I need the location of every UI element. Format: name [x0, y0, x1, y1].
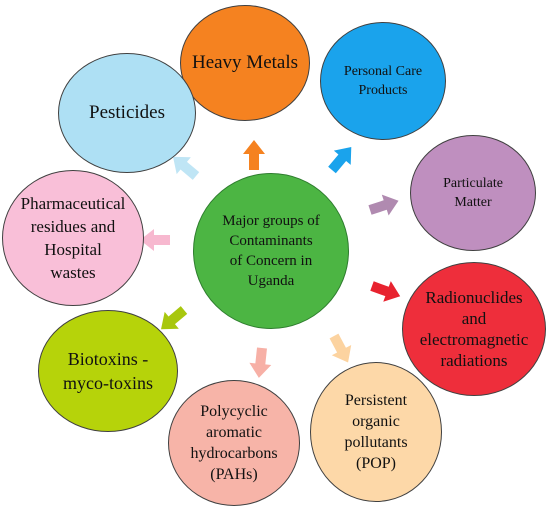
node-radionuclides: Radionuclides and electromagnetic radiat… — [402, 262, 546, 396]
arrow-to-pesticides — [173, 156, 200, 180]
node-particulate-matter: Particulate Matter — [410, 135, 536, 251]
node-polycyclic-aromatic-hydrocarbons: Polycyclic aromatic hydrocarbons (PAHs) — [168, 380, 300, 506]
arrow-to-heavy-metals — [243, 140, 265, 170]
center-node: Major groups of Contaminants of Concern … — [193, 173, 349, 329]
node-heavy-metals-label: Heavy Metals — [191, 52, 299, 73]
arrow-to-personal-care — [328, 147, 352, 174]
node-biotoxins-label: Biotoxins - myco-toxins — [63, 349, 153, 393]
arrow-to-radio — [370, 281, 401, 302]
node-pesticides-label: Pesticides — [89, 102, 165, 123]
node-personal-care-products-label: Personal Care Products — [343, 64, 423, 98]
arrow-to-pop — [329, 333, 352, 363]
node-particulate-matter-label: Particulate Matter — [443, 176, 503, 210]
node-radionuclides-label: Radionuclides and electromagnetic radiat… — [419, 288, 529, 370]
node-persistent-organic-pollutants: Persistent organic pollutants (POP) — [310, 362, 442, 502]
center-node-label: Major groups of Contaminants of Concern … — [222, 213, 320, 289]
node-pharmaceutical-residues: Pharmaceutical residues and Hospital was… — [2, 170, 144, 306]
arrow-to-particulate — [368, 194, 399, 216]
arrow-to-pah — [249, 347, 272, 378]
node-personal-care-products: Personal Care Products — [320, 22, 446, 140]
node-heavy-metals: Heavy Metals — [180, 5, 310, 121]
node-pharmaceutical-residues-label: Pharmaceutical residues and Hospital was… — [20, 194, 126, 282]
node-biotoxins: Biotoxins - myco-toxins — [38, 310, 178, 432]
arrow-to-pharma — [140, 229, 170, 251]
node-persistent-organic-pollutants-label: Persistent organic pollutants (POP) — [344, 392, 408, 472]
node-polycyclic-aromatic-hydrocarbons-label: Polycyclic aromatic hydrocarbons (PAHs) — [190, 403, 278, 483]
node-pesticides: Pesticides — [58, 53, 196, 173]
arrow-to-biotoxins — [161, 306, 188, 330]
